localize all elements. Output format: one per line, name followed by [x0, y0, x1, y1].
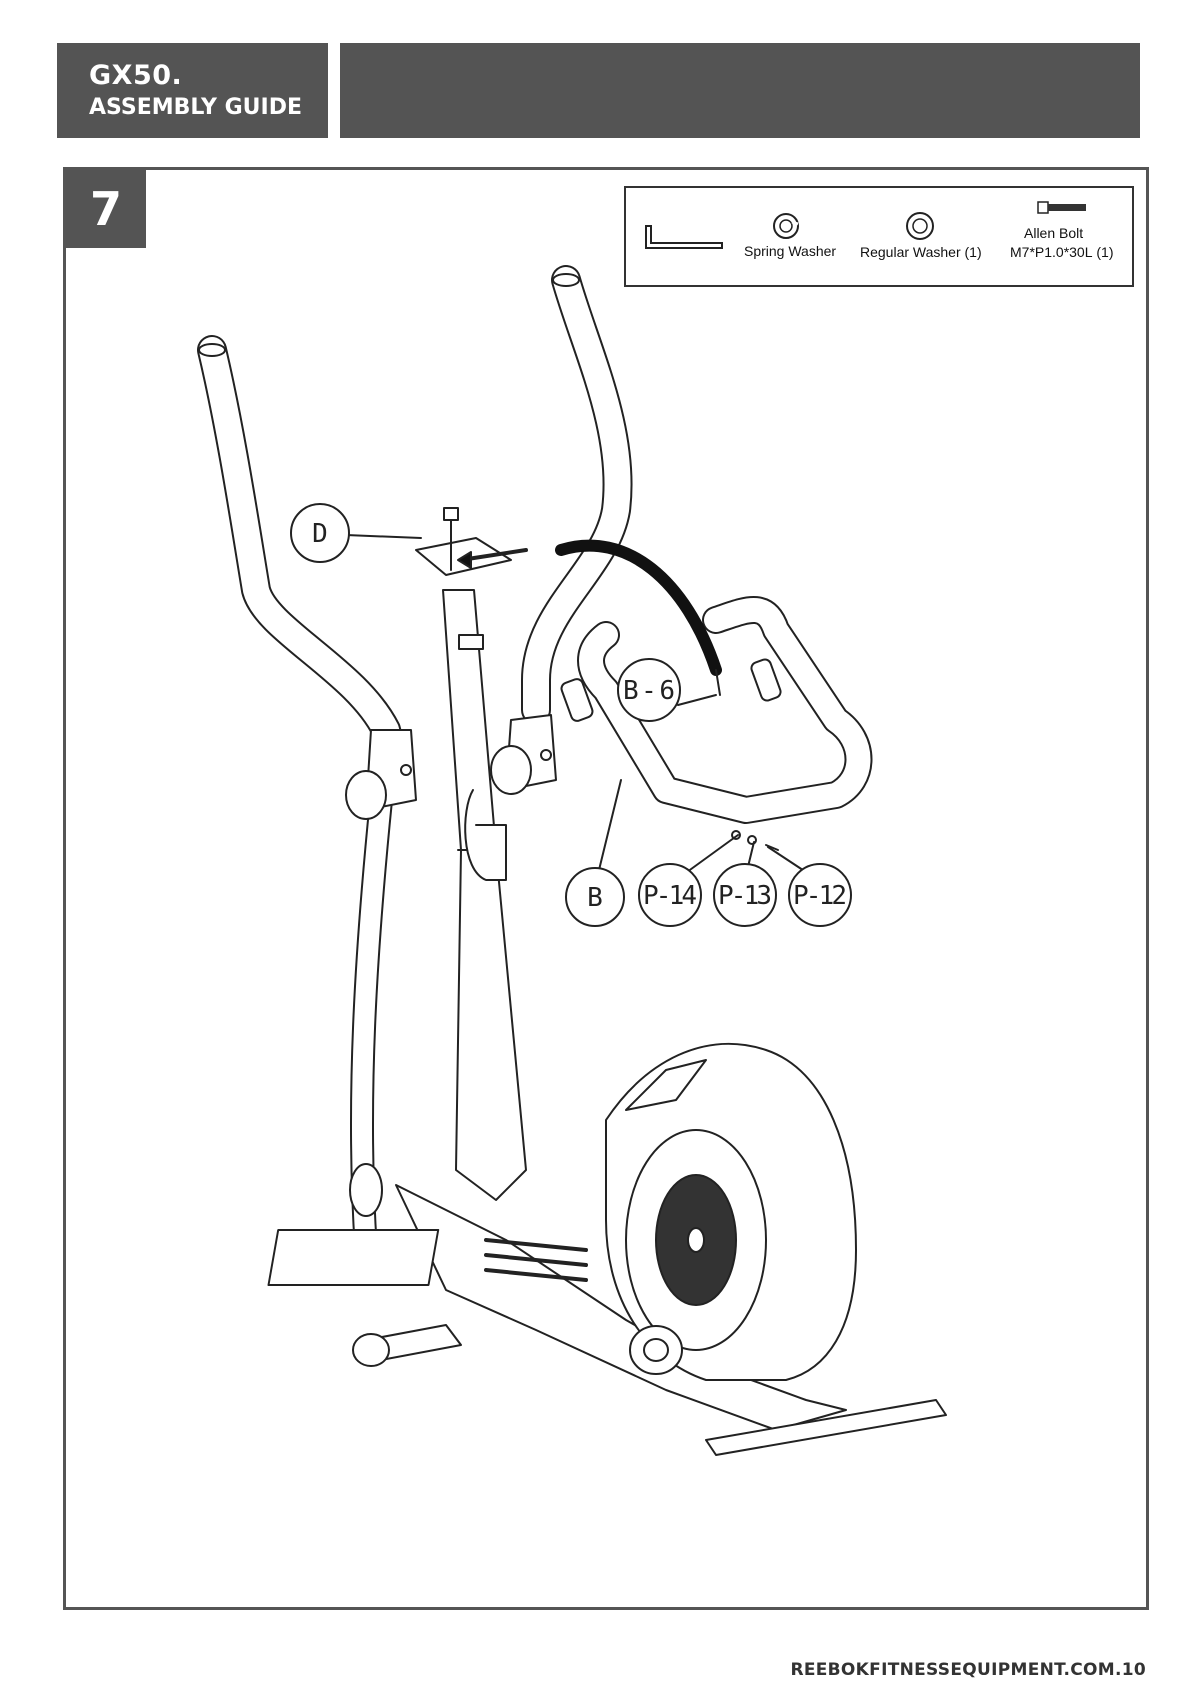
allen-key-icon	[646, 226, 722, 248]
pedal	[269, 1230, 439, 1285]
regular-washer-icon	[907, 213, 933, 239]
allen-bolt-label: Allen Bolt	[1024, 225, 1083, 241]
arm-pivot-left	[346, 730, 416, 819]
callout-b6: B-6	[623, 676, 675, 706]
callout-d: D	[312, 519, 328, 549]
arm-pivot-right	[491, 715, 556, 794]
footer-website: REEBOKFITNESSEQUIPMENT.COM.10	[790, 1660, 1146, 1680]
allen-bolt-icon	[1038, 202, 1086, 213]
console-mast	[443, 590, 526, 1200]
model-name: GX50.	[89, 61, 182, 91]
callout-p14: P-14	[643, 881, 697, 911]
header-bar	[340, 43, 1140, 138]
callout-p12: P-12	[793, 881, 847, 911]
elliptical-drawing: D B-6 B P-14 P-13 P-12	[66, 250, 1136, 1600]
step-number: 7	[66, 170, 146, 248]
header-title-block: GX50. ASSEMBLY GUIDE	[57, 43, 328, 138]
guide-subtitle: ASSEMBLY GUIDE	[89, 95, 302, 121]
callout-b: B	[587, 883, 603, 913]
callout-p13: P-13	[718, 881, 772, 911]
spring-washer-icon	[774, 214, 798, 238]
